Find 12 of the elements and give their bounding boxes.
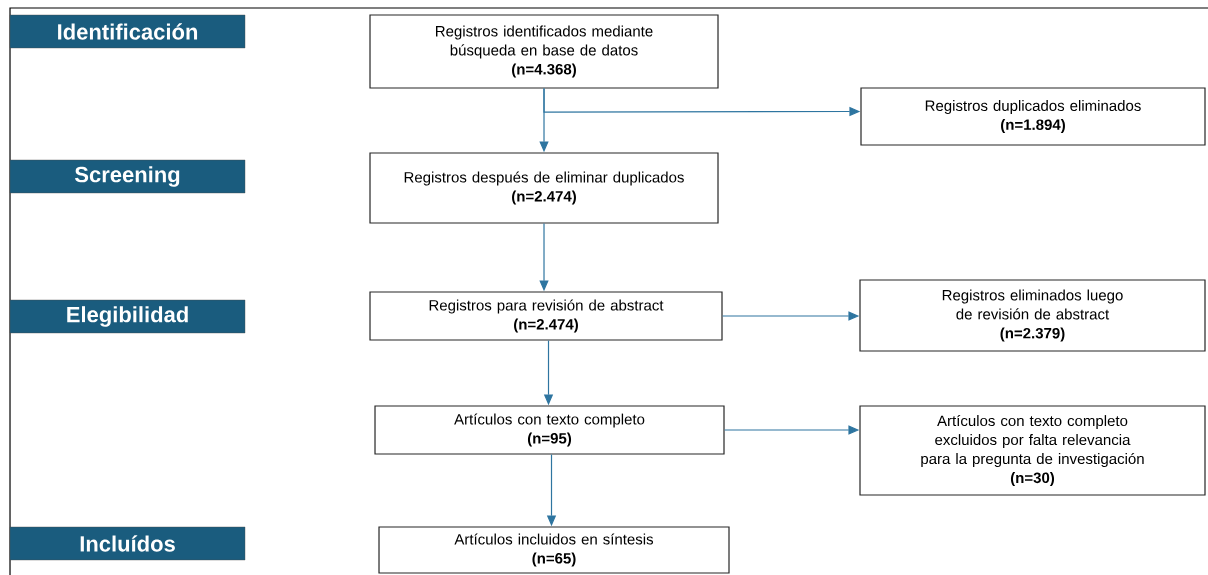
process-box: Artículos con texto completo (n=95) [374,405,725,455]
process-box: Artículos incluidos en síntesis (n=65) [378,526,730,574]
process-box: Registros para revisión de abstract (n=2.474) [369,291,723,341]
phase-band: Elegibilidad [9,299,246,334]
process-box: Registros identificados mediante búsqueda en base de datos (n=4.368) [369,14,719,89]
phase-band: Screening [9,159,246,194]
process-box: Artículos con texto completo excluidos por falta relevancia para la pregunta de investigación (n=30) [859,405,1206,496]
process-box: Registros eliminados luego de revisión de abstract (n=2.379) [859,279,1206,352]
process-box: Registros duplicados eliminados (n=1.894) [860,87,1206,146]
phase-band: Incluídos [9,526,246,561]
phase-band: Identificación [9,14,246,49]
process-box: Registros después de eliminar duplicados (n=2.474) [369,152,719,224]
